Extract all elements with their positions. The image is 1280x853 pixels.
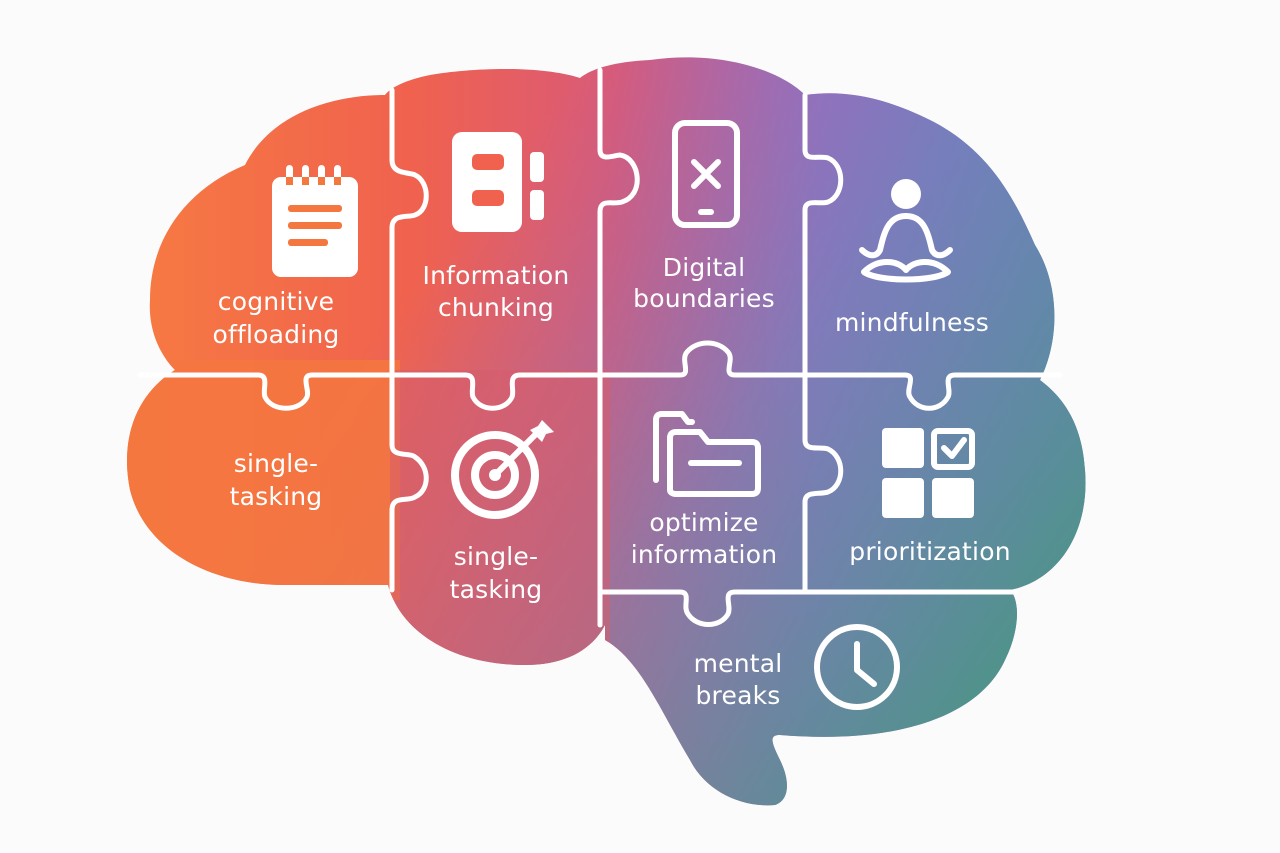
label-cognitive-offloading: cognitive offloading: [213, 287, 340, 349]
label-digital-boundaries: Digital boundaries: [633, 253, 775, 313]
label-optimize-information: optimize information: [631, 508, 778, 569]
svg-text:mindfulness: mindfulness: [835, 308, 989, 337]
svg-text:Information: Information: [423, 261, 570, 290]
phone-blocked-icon: [672, 120, 740, 228]
svg-text:offloading: offloading: [213, 320, 340, 349]
svg-text:prioritization: prioritization: [849, 537, 1011, 566]
svg-text:boundaries: boundaries: [633, 284, 775, 313]
folders-icon: [653, 411, 761, 497]
chunk-blocks-icon: [452, 132, 544, 232]
svg-text:information: information: [631, 540, 778, 569]
svg-text:breaks: breaks: [695, 681, 780, 710]
label-mental-breaks: mental breaks: [694, 649, 783, 710]
svg-text:Digital: Digital: [663, 253, 745, 282]
svg-text:chunking: chunking: [438, 293, 554, 322]
svg-text:tasking: tasking: [230, 482, 323, 511]
svg-text:single-: single-: [454, 542, 538, 571]
label-information-chunking: Information chunking: [423, 261, 570, 322]
notepad-icon: [272, 165, 358, 277]
label-single-tasking-target: single- tasking: [450, 542, 543, 604]
puzzle-seams: [137, 67, 1063, 628]
svg-text:cognitive: cognitive: [218, 287, 334, 316]
target-icon: [451, 420, 554, 519]
meditation-icon: [859, 179, 953, 283]
svg-text:tasking: tasking: [450, 575, 543, 604]
svg-text:optimize: optimize: [649, 508, 758, 537]
svg-text:mental: mental: [694, 649, 783, 678]
label-prioritization: prioritization: [849, 537, 1011, 566]
clock-icon: [814, 624, 900, 710]
checklist-grid-icon: [882, 428, 975, 518]
svg-text:single-: single-: [234, 449, 318, 478]
label-mindfulness: mindfulness: [835, 308, 989, 337]
label-single-tasking-left: single- tasking: [230, 449, 323, 511]
